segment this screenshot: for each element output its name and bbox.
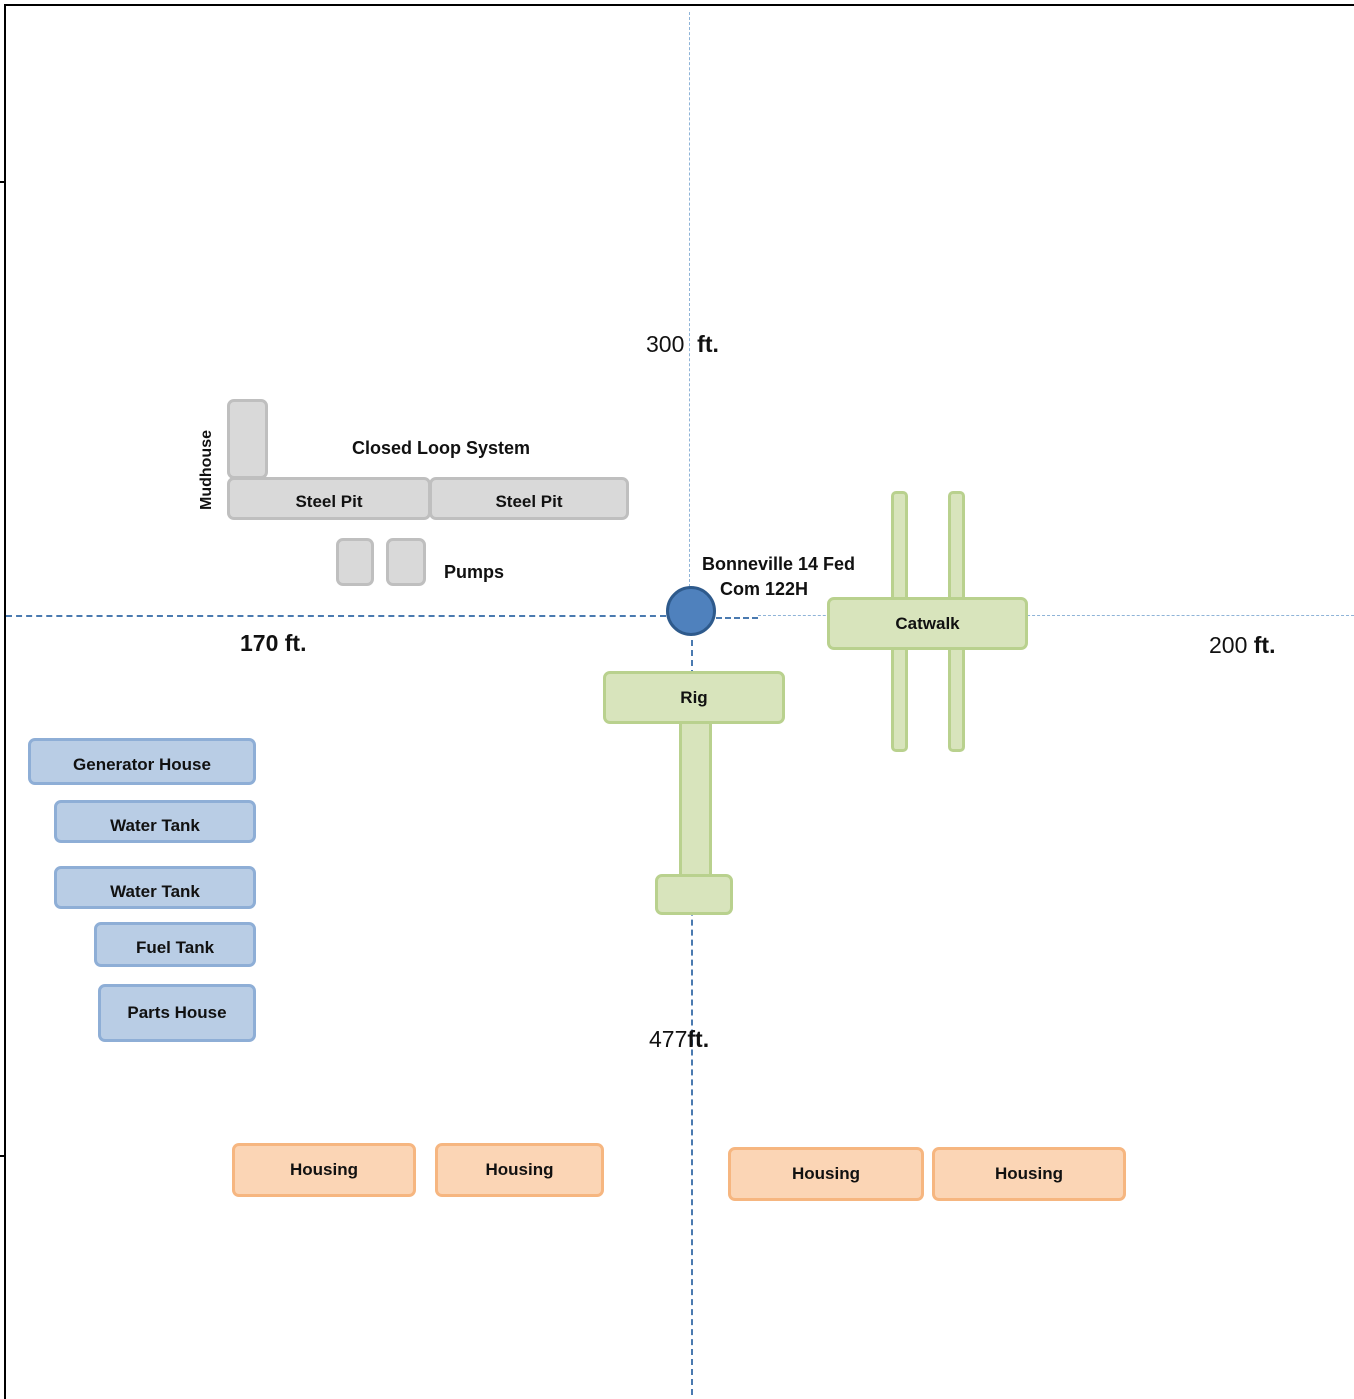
parts-house: Parts House xyxy=(98,984,256,1042)
east-axis-line xyxy=(758,615,1354,616)
well-marker xyxy=(666,586,716,636)
housing-2-label: Housing xyxy=(485,1160,554,1179)
generator-house-label: Generator House xyxy=(73,754,211,774)
water-tank-1: Water Tank xyxy=(54,800,256,843)
north-distance-label: 300 ft. xyxy=(646,331,719,357)
pump-2 xyxy=(386,538,426,586)
water-tank-1-label: Water Tank xyxy=(110,815,200,835)
east-axis-line-near xyxy=(716,617,758,619)
housing-3: Housing xyxy=(728,1147,924,1201)
pump-1 xyxy=(336,538,374,586)
closed-loop-label: Closed Loop System xyxy=(352,438,531,458)
west-axis-line xyxy=(6,615,666,617)
north-axis-line xyxy=(689,12,690,587)
parts-house-label: Parts House xyxy=(127,1003,227,1022)
fuel-tank: Fuel Tank xyxy=(94,922,256,967)
south-distance-label: 477ft. xyxy=(649,1026,710,1052)
steel-pit-1: Steel Pit xyxy=(227,477,431,520)
housing-1-label: Housing xyxy=(290,1160,358,1179)
south-axis-line xyxy=(691,640,693,1395)
rig-base xyxy=(655,874,733,915)
catwalk-box: Catwalk xyxy=(827,597,1028,650)
well-name-line1: Bonneville 14 Fed xyxy=(702,554,856,574)
frame-tick xyxy=(0,1155,5,1157)
water-tank-2: Water Tank xyxy=(54,866,256,909)
fuel-tank-label: Fuel Tank xyxy=(135,937,215,957)
catwalk-label: Catwalk xyxy=(895,613,960,633)
mudhouse-label: Mudhouse xyxy=(198,430,215,510)
generator-house: Generator House xyxy=(28,738,256,785)
housing-2: Housing xyxy=(435,1143,604,1197)
rig-label: Rig xyxy=(680,687,708,707)
housing-4: Housing xyxy=(932,1147,1126,1201)
rig-stem xyxy=(679,720,712,880)
mudhouse-box xyxy=(227,399,268,479)
housing-4-label: Housing xyxy=(995,1164,1063,1183)
west-distance-label: 170 ft. xyxy=(240,630,307,656)
housing-3-label: Housing xyxy=(792,1164,860,1183)
frame-tick xyxy=(0,181,5,183)
pumps-label: Pumps xyxy=(444,562,505,582)
steel-pit-1-label: Steel Pit xyxy=(295,491,363,511)
east-distance-label: 200 ft. xyxy=(1209,632,1276,658)
steel-pit-2: Steel Pit xyxy=(429,477,629,520)
diagram-frame xyxy=(4,4,1354,1399)
well-name-line2: Com 122H xyxy=(720,579,809,599)
rig-box: Rig xyxy=(603,671,785,724)
water-tank-2-label: Water Tank xyxy=(110,881,200,901)
housing-1: Housing xyxy=(232,1143,416,1197)
steel-pit-2-label: Steel Pit xyxy=(495,491,563,511)
